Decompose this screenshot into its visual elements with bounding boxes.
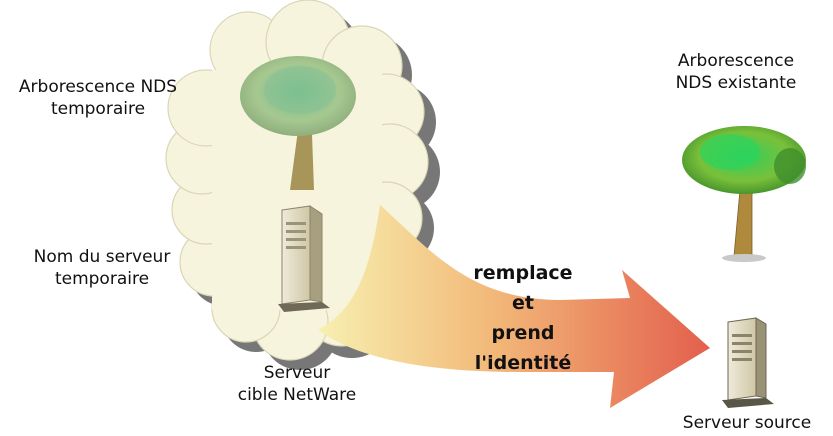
label-temp-tree-line1: Arborescence NDS	[18, 77, 178, 97]
arrow-text-line2: et	[512, 292, 534, 314]
arrow-text: remplace et prend l'identité	[458, 258, 588, 378]
label-existing-tree-line1: Arborescence	[677, 51, 795, 71]
server-icon	[722, 317, 774, 408]
arrow-text-line4: l'identité	[474, 352, 572, 374]
label-existing-tree-line2: NDS existante	[675, 73, 797, 93]
label-target-server-line2: cible NetWare	[237, 385, 357, 405]
label-temp-server-name: Nom du serveur temporaire	[22, 246, 182, 290]
label-temp-server-name-line2: temporaire	[54, 269, 150, 289]
tree-icon	[240, 56, 356, 190]
label-temp-tree-line2: temporaire	[50, 99, 146, 119]
tree-icon	[682, 126, 806, 262]
label-target-server-line1: Serveur	[263, 363, 331, 383]
label-source-server: Serveur source	[682, 413, 812, 433]
label-temp-tree: Arborescence NDS temporaire	[8, 76, 188, 120]
arrow-text-line1: remplace	[473, 262, 573, 284]
label-existing-tree: Arborescence NDS existante	[656, 50, 816, 94]
label-target-server: Serveur cible NetWare	[222, 362, 372, 406]
arrow-text-line3: prend	[491, 322, 555, 344]
label-temp-server-name-line1: Nom du serveur	[33, 247, 171, 267]
server-icon	[278, 205, 330, 312]
arrow	[318, 205, 710, 408]
